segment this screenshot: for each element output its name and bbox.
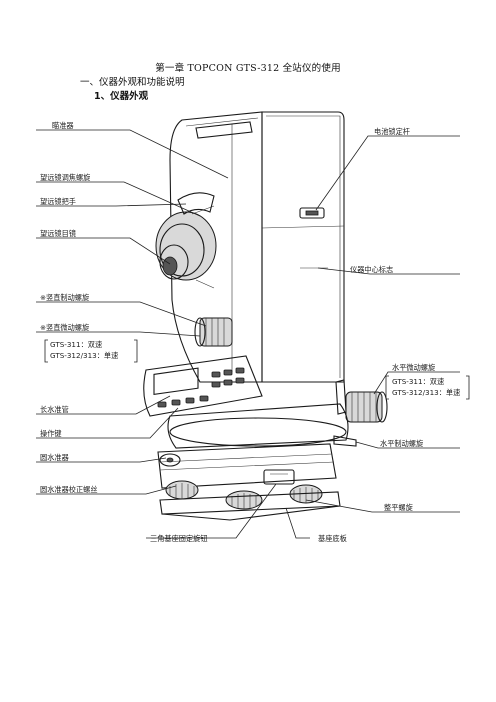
label-horizontal-note-1: GTS-311：双速 xyxy=(392,377,444,386)
label-circular-level: 圆水准器 xyxy=(40,453,69,462)
left-note-bracket xyxy=(44,339,138,363)
label-base-plate: 基座底板 xyxy=(318,534,347,543)
subsection-heading: 1、仪器外观 xyxy=(94,91,149,102)
right-note-bracket xyxy=(385,375,470,400)
label-operation-keys: 操作键 xyxy=(40,429,62,438)
label-plate-level: 长水准管 xyxy=(40,405,69,414)
label-horizontal-clamp: 水平制动螺旋 xyxy=(380,439,423,448)
bottom-labels: 三角基座固定旋钮 基座底板 xyxy=(150,534,347,543)
label-telescope-grip: 望远镜把手 xyxy=(40,197,76,206)
label-telescope-eyepiece: 望远镜目镜 xyxy=(40,229,76,238)
label-horizontal-tangent: 水平微动螺旋 xyxy=(392,363,435,372)
label-sighting-collimator: 瞄准器 xyxy=(52,121,74,130)
leader-lines xyxy=(36,129,460,539)
label-vertical-note-1: GTS-311：双速 xyxy=(50,340,102,349)
label-horizontal-note-2: GTS-312/313：单速 xyxy=(392,388,460,397)
label-leveling-screw: 整平螺旋 xyxy=(384,503,413,512)
label-circular-level-adjust: 圆水准器校正螺丝 xyxy=(40,485,98,494)
label-battery-lock: 电池锁定杆 xyxy=(374,127,410,136)
chapter-title: 第一章 TOPCON GTS-312 全站仪的使用 xyxy=(155,63,341,74)
label-vertical-clamp: ※竖直制动螺旋 xyxy=(40,293,89,302)
label-tribrach-clamp: 三角基座固定旋钮 xyxy=(150,534,208,543)
label-telescope-focus-knob: 望远镜调焦螺旋 xyxy=(40,173,90,182)
right-labels: 电池锁定杆 仪器中心标志 水平微动螺旋 GTS-311：双速 GTS-312/3… xyxy=(350,127,460,512)
section-heading: 一、仪器外观和功能说明 xyxy=(80,77,185,88)
label-vertical-note-2: GTS-312/313：单速 xyxy=(50,351,118,360)
left-labels: 瞄准器 望远镜调焦螺旋 望远镜把手 望远镜目镜 ※竖直制动螺旋 ※竖直微动螺旋 … xyxy=(40,121,118,494)
label-instrument-center: 仪器中心标志 xyxy=(350,265,393,274)
label-vertical-tangent: ※竖直微动螺旋 xyxy=(40,323,89,332)
total-station-drawing xyxy=(143,111,388,521)
